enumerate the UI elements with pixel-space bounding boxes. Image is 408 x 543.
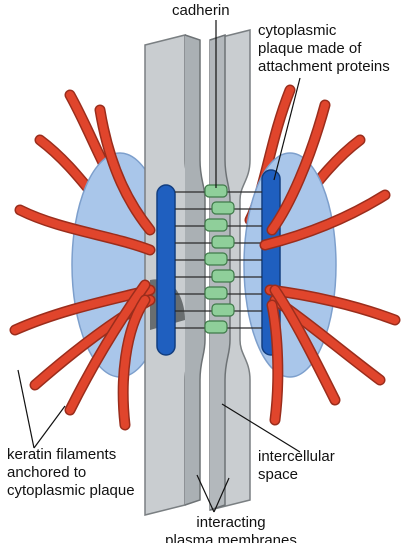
- right-plaque-light: [244, 153, 336, 377]
- label-cadherin: cadherin: [172, 2, 230, 20]
- left-plaque-dark: [157, 185, 175, 355]
- label-keratin-filaments: keratin filaments anchored to cytoplasmi…: [7, 446, 177, 500]
- label-cytoplasmic-plaque: cytoplasmic plaque made of attachment pr…: [258, 22, 408, 76]
- label-plasma-membranes: interacting plasma membranes: [146, 514, 316, 543]
- label-intercellular-space: intercellular space: [258, 448, 378, 484]
